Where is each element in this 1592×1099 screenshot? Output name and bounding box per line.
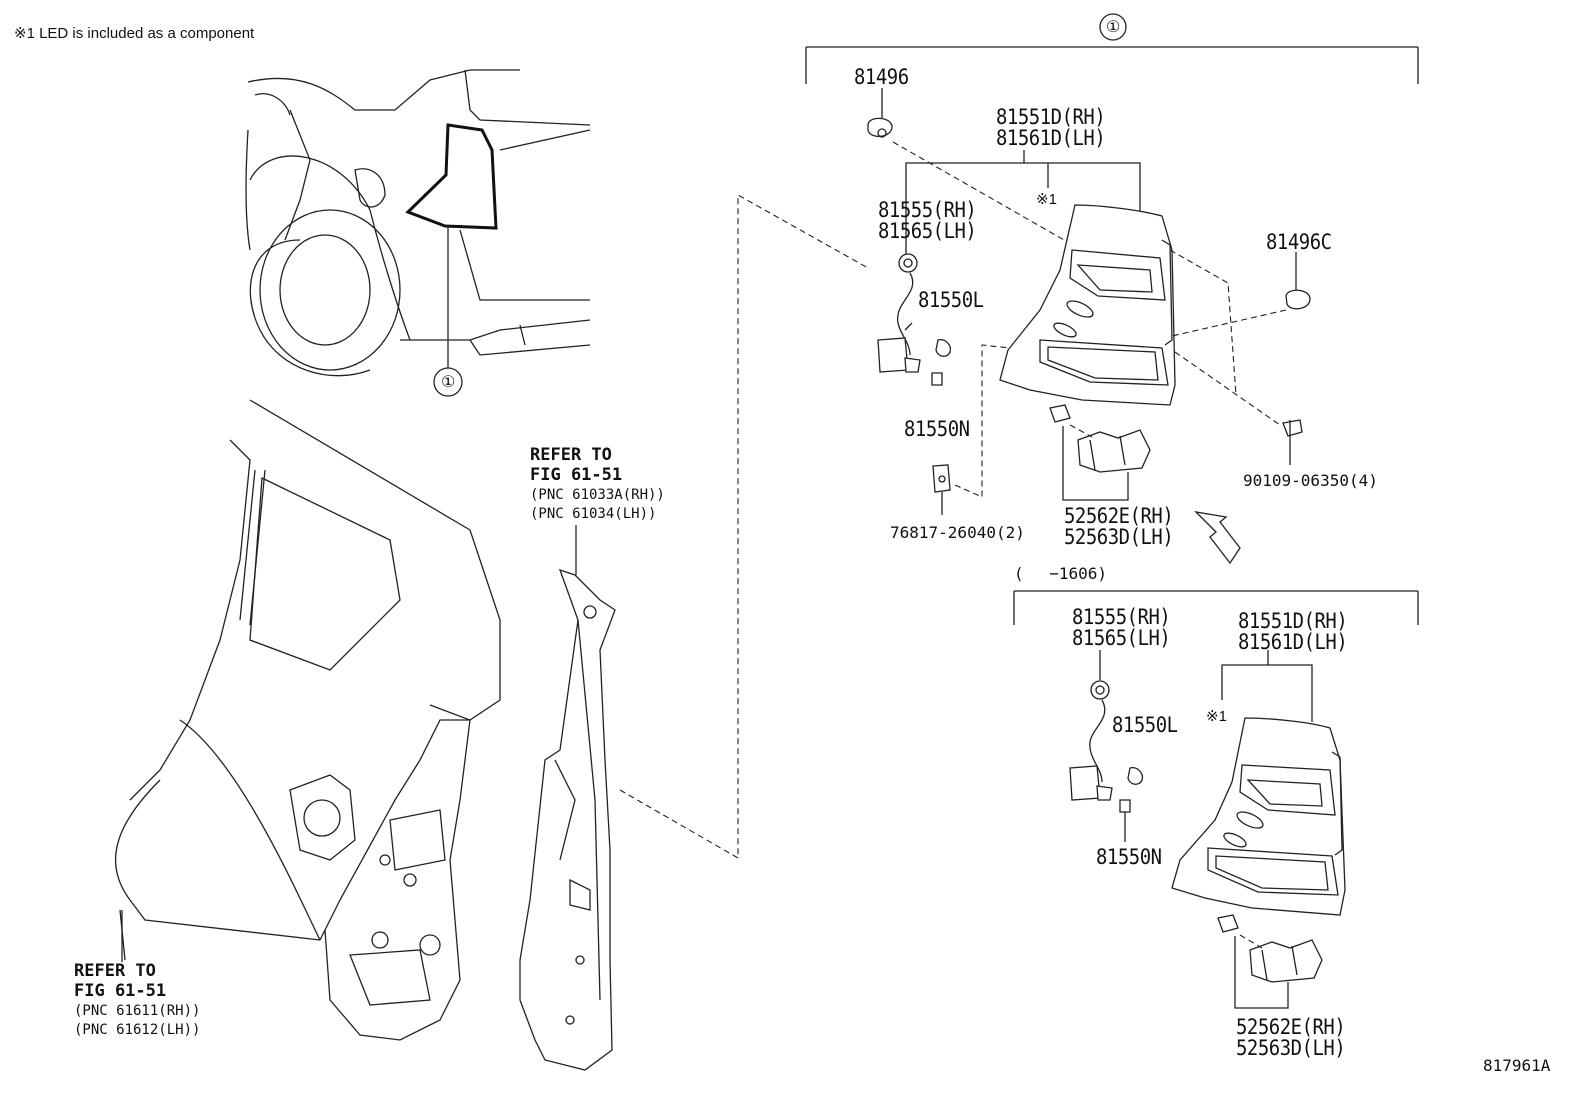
refer-lower-line1: REFER TO [74, 961, 156, 981]
label-81555-rh-lower: 81555(RH) [1072, 605, 1171, 629]
label-81561d-lh-lower: 81561D(LH) [1238, 630, 1348, 654]
assembly-number-label: ① [1106, 19, 1121, 36]
direction-arrow [1194, 511, 1241, 565]
date-range-label: ( −1606) [1014, 564, 1108, 583]
label-52562e-rh: 52562E(RH) [1064, 504, 1174, 528]
figure-id: 817961A [1483, 1056, 1551, 1075]
refer-lower-line2: FIG 61-51 [74, 981, 167, 1001]
leader-pillar-to-lamp [619, 194, 869, 859]
socket-wire-upper [877, 253, 952, 386]
clip-81496 [867, 88, 1079, 249]
label-81550l-lower: 81550L [1112, 713, 1178, 737]
label-81565-lh-lower: 81565(LH) [1072, 626, 1171, 650]
vehicle-callout-label: ① [441, 374, 456, 391]
label-81550l: 81550L [918, 288, 984, 312]
assembly-bracket-lower [1013, 590, 1419, 625]
refer-upper-line4: (PNC 61034(LH)) [530, 506, 657, 522]
pillar-inner-panel [519, 525, 616, 1071]
lamp-bracket-52562-lower [1217, 914, 1323, 1009]
clip-76817 [932, 344, 1011, 515]
label-81551d-rh-lower: 81551D(RH) [1238, 609, 1348, 633]
leader-lamp-screw [1174, 351, 1281, 426]
clip-81496c [1171, 252, 1311, 337]
label-81565-lh: 81565(LH) [878, 219, 977, 243]
assembly-bracket-upper [805, 13, 1419, 84]
label-81550n-lower: 81550N [1096, 845, 1162, 869]
label-81551d-rh: 81551D(RH) [996, 105, 1106, 129]
refer-upper-line2: FIG 61-51 [530, 465, 623, 485]
label-52563d-lh: 52563D(LH) [1064, 525, 1174, 549]
socket-wire-lower [1069, 680, 1144, 842]
lamp-bracket-lower [1099, 650, 1313, 722]
vehicle-rear-view [245, 69, 591, 397]
quarter-panel [114, 399, 501, 1041]
lamp-bracket-52562-upper [1049, 404, 1151, 501]
label-81496: 81496 [854, 65, 909, 89]
label-81496c: 81496C [1266, 230, 1332, 254]
rear-lamp-upper [999, 204, 1176, 406]
led-mark-top: ※1 [1036, 191, 1057, 208]
leader-lamp-right [1169, 249, 1237, 396]
label-76817-26040: 76817-26040(2) [890, 523, 1025, 542]
refer-upper-line1: REFER TO [530, 445, 612, 465]
label-52562e-rh-lower: 52562E(RH) [1236, 1015, 1346, 1039]
label-81550n: 81550N [904, 417, 970, 441]
label-81555-rh: 81555(RH) [878, 198, 977, 222]
lamp-bracket-upper [905, 150, 1141, 255]
rear-lamp-lower [1171, 717, 1346, 916]
label-52563d-lh-lower: 52563D(LH) [1236, 1036, 1346, 1060]
screw-90109 [1282, 419, 1303, 465]
led-note: ※1 LED is included as a component [14, 25, 255, 42]
refer-upper-line3: (PNC 61033A(RH)) [530, 487, 665, 503]
label-90109-06350: 90109-06350(4) [1243, 471, 1378, 490]
led-mark-bottom: ※1 [1206, 708, 1227, 725]
refer-lower-line4: (PNC 61612(LH)) [74, 1022, 201, 1038]
label-81561d-lh: 81561D(LH) [996, 126, 1106, 150]
refer-lower-line3: (PNC 61611(RH)) [74, 1003, 201, 1019]
